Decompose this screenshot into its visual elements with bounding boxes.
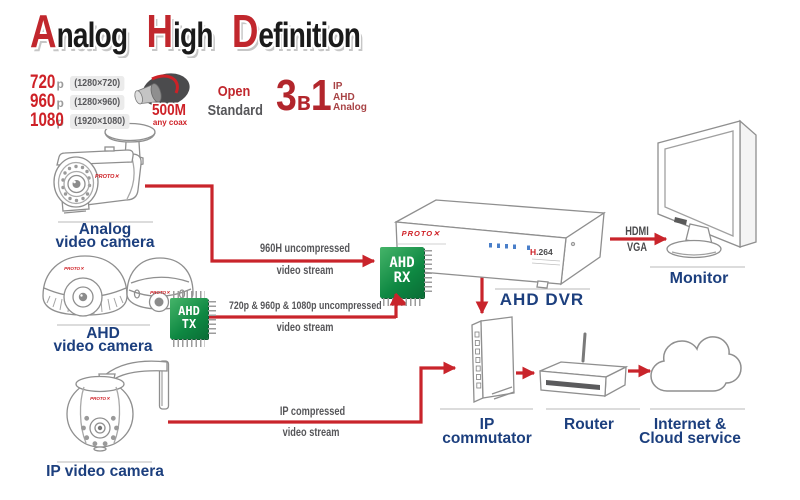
page-title: Analog High Definition	[30, 8, 379, 54]
three-in-one: 3в1	[276, 71, 332, 120]
stream-ip-line1: IP compressed	[279, 406, 346, 418]
title-word-analog: Analog	[30, 5, 128, 57]
line-analog-to-rx	[145, 184, 376, 268]
stream-ahd-line1: 720p & 960p & 1080p uncompressed	[229, 300, 382, 312]
ip-camera-label: IP video camera	[46, 463, 164, 480]
hdmi-label: HDMI	[625, 226, 649, 238]
ir-led-ring	[61, 164, 92, 203]
monitor-drawing	[657, 119, 757, 259]
stream-ip-line2: video stream	[282, 427, 340, 439]
router-label: Router	[564, 416, 614, 433]
stream-analog-line2: video stream	[276, 265, 334, 277]
cloud-label: Internet &Cloud service	[639, 416, 741, 447]
brand-logo-bullet: PROTO✕	[94, 174, 120, 180]
dvr-drawing	[393, 199, 606, 289]
tio-item-ahd: AHD	[333, 91, 355, 103]
open-standard-line2: Standard	[207, 102, 263, 119]
brand-logo-dome-right: PROTO✕	[150, 290, 170, 295]
spec-row-960: 960p(1280×960)	[24, 92, 140, 111]
title-word-high: High	[146, 5, 213, 57]
dvr-label: AHD DVR	[499, 290, 585, 309]
router-drawing	[539, 332, 629, 398]
tio-item-ip: IP	[333, 81, 343, 92]
dvr-leds	[489, 243, 530, 250]
stream-analog-line1: 960H uncompressed	[260, 243, 350, 255]
three-in-one-items: IP AHD Analog	[333, 81, 367, 114]
coax-distance: 500M	[151, 102, 187, 119]
commutator-drawing	[471, 316, 515, 403]
line-ip-to-commutator	[168, 361, 457, 424]
commutator-ports	[474, 331, 482, 389]
analog-camera-drawing	[53, 122, 156, 214]
resolution-specs: 720p(1280×720) 960p(1280×960) 1080p(1920…	[24, 73, 140, 130]
brand-logo-dvr: PROTO✕	[401, 229, 441, 238]
title-word-definition: Definition	[231, 5, 361, 57]
connection-lines	[145, 184, 668, 424]
tio-item-analog: Analog	[333, 102, 367, 113]
vga-label: VGA	[627, 242, 647, 254]
brand-logo-dome-left: PROTO✕	[64, 266, 84, 271]
label-separators	[57, 221, 745, 463]
spec-row-1080: 1080p(1920×1080)	[24, 111, 140, 130]
open-standard: Open Standard	[207, 82, 263, 120]
coax-lens-icon	[134, 73, 190, 107]
ptz-ir-leds	[81, 415, 119, 447]
stream-ahd-line2: video stream	[276, 322, 334, 334]
brand-logo-ptz: PROTO✕	[90, 396, 110, 401]
coax-note: any coax	[152, 118, 188, 127]
coax-lens-cylinder	[134, 83, 162, 105]
cloud-drawing	[650, 336, 742, 392]
monitor-label: Monitor	[669, 270, 729, 287]
spec-row-720: 720p(1280×720)	[24, 73, 140, 92]
dvr-codec: H.264	[530, 247, 553, 257]
ip-ptz-camera-drawing	[66, 360, 170, 452]
open-standard-line1: Open	[217, 83, 251, 100]
